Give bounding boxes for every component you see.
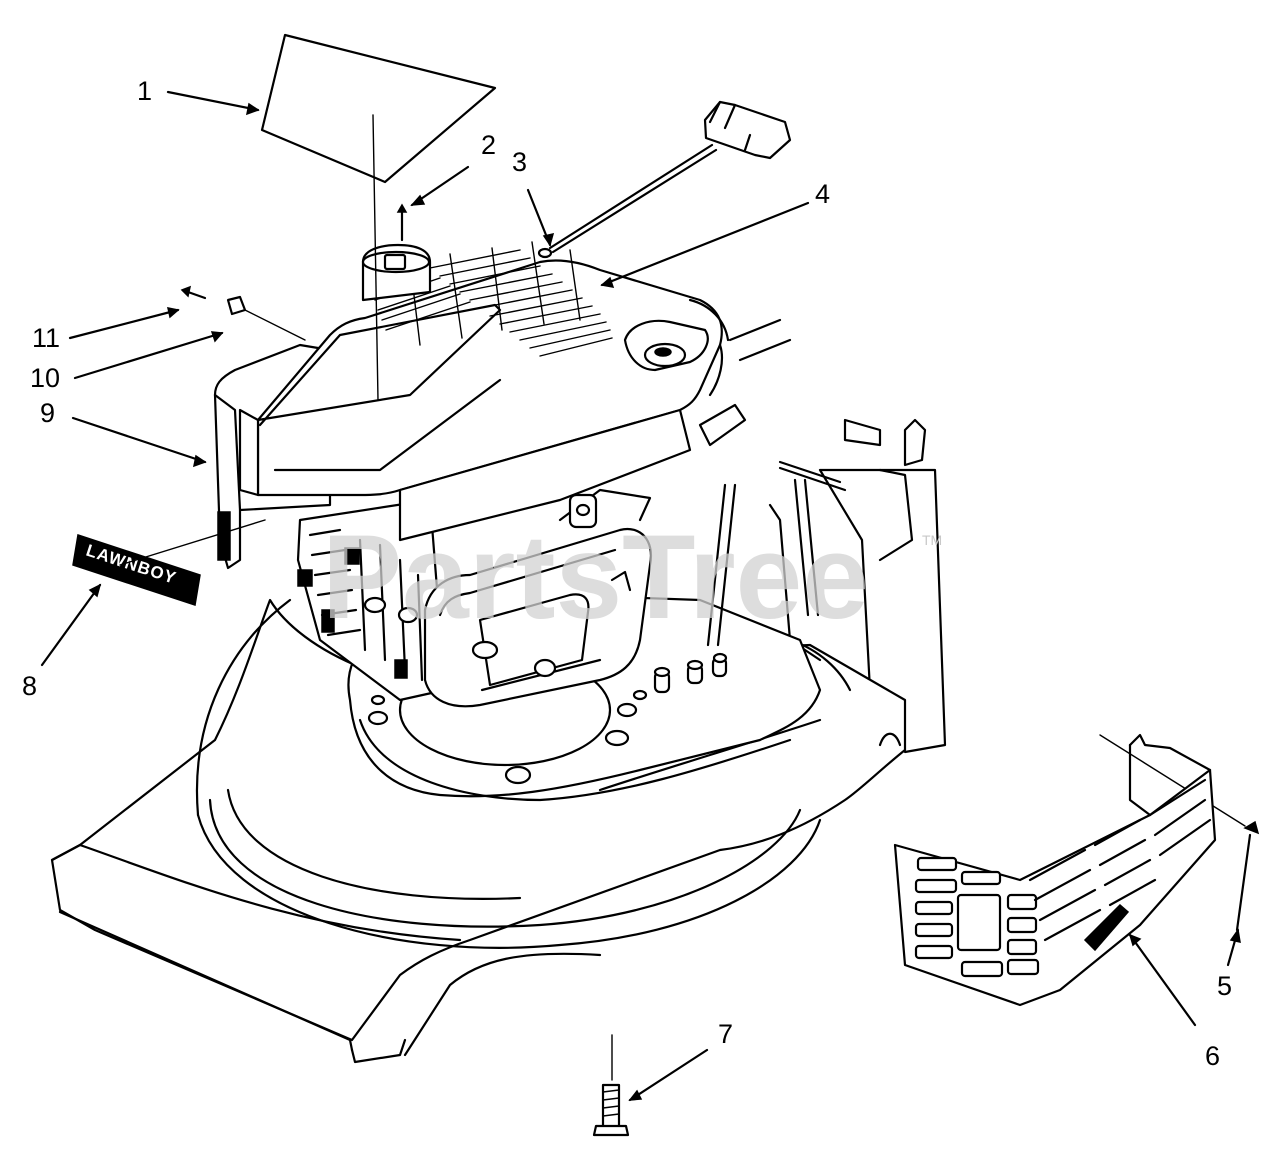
fuel-cap: [361, 243, 432, 302]
part-6-rear-guard: [893, 733, 1217, 1007]
callout-10: 10: [30, 363, 60, 393]
leader-lines: [40, 90, 1240, 1102]
part-1-decal: [260, 33, 497, 401]
watermark: PartsTree TM: [322, 510, 942, 644]
guard-grille: [914, 856, 1040, 978]
callout-1: 1: [137, 76, 152, 106]
mount-bolt-holes: [367, 652, 728, 785]
callout-9: 9: [40, 398, 55, 428]
callout-labels: 1 2 3 4 5 6 7 8 9 10 11: [22, 76, 1232, 1071]
callout-2: 2: [481, 130, 496, 160]
part-5-screw: [1099, 734, 1260, 932]
watermark-trademark: TM: [922, 532, 942, 548]
control-rods: [698, 318, 927, 647]
callout-7: 7: [718, 1019, 733, 1049]
callout-11: 11: [32, 323, 60, 353]
callout-8: 8: [22, 671, 37, 701]
blower-housing: [238, 241, 730, 542]
part-10-clip: [226, 295, 306, 341]
callout-4: 4: [815, 179, 830, 209]
callout-6: 6: [1205, 1041, 1220, 1071]
callout-5: 5: [1217, 971, 1232, 1001]
part-3-cable-handle: [537, 100, 792, 259]
muffler: [423, 488, 653, 708]
part-11-screw: [180, 285, 207, 300]
watermark-text: PartsTree: [322, 510, 869, 644]
callout-3: 3: [512, 147, 527, 177]
leader-arrowheads: [88, 102, 1241, 1101]
part-2-screw: [396, 203, 408, 242]
part-7-bolt: [592, 1034, 630, 1137]
